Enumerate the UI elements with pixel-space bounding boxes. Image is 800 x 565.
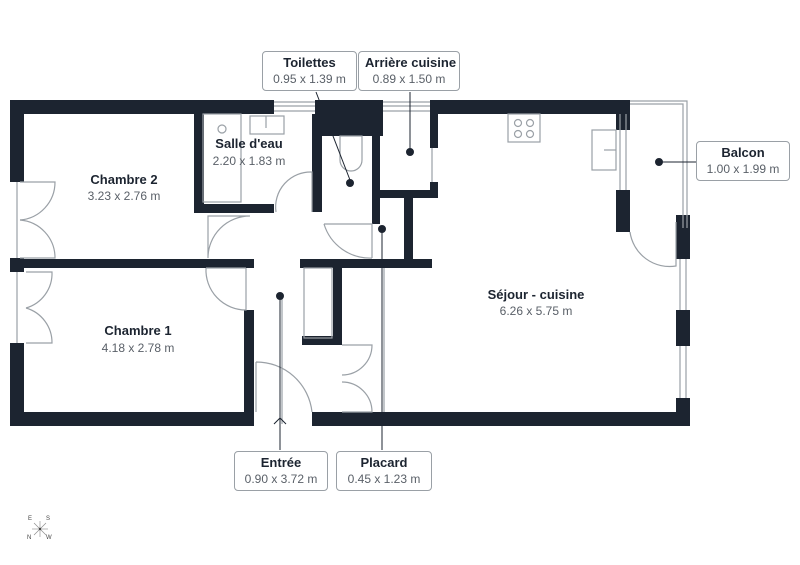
callout-arriere-cuisine: Arrière cuisine 0.89 x 1.50 m (358, 51, 460, 91)
callout-name: Toilettes (283, 55, 336, 70)
compass-label-n: N (27, 535, 32, 541)
callout-name: Placard (360, 455, 408, 470)
callout-dimensions: 0.95 x 1.39 m (273, 72, 346, 86)
room-name-salle-deau: Salle d'eau (215, 136, 283, 151)
compass-label-w: W (46, 535, 52, 541)
callout-entree: Entrée 0.90 x 3.72 m (234, 451, 328, 491)
callout-balcon: Balcon 1.00 x 1.99 m (696, 141, 790, 181)
room-name-chambre-1: Chambre 1 (104, 323, 172, 338)
callout-dimensions: 0.45 x 1.23 m (347, 472, 421, 486)
compass-label-e: E (28, 516, 33, 522)
callout-leaders (273, 91, 696, 450)
compass-rose-icon (32, 521, 48, 537)
room-name-sejour-cuisine: Séjour - cuisine (487, 287, 585, 302)
room-dim-salle-deau: 2.20 x 1.83 m (212, 154, 286, 168)
compass-icon: E S N W (26, 515, 54, 543)
callout-dimensions: 0.89 x 1.50 m (372, 72, 446, 86)
callout-toilettes: Toilettes 0.95 x 1.39 m (262, 51, 357, 91)
room-dim-sejour-cuisine: 6.26 x 5.75 m (499, 304, 573, 318)
room-name-chambre-2: Chambre 2 (90, 172, 158, 187)
fixtures (16, 100, 688, 424)
room-dim-chambre-2: 3.23 x 2.76 m (87, 189, 161, 203)
compass-label-s: S (46, 516, 51, 522)
callout-name: Arrière cuisine (365, 55, 457, 70)
callout-dimensions: 0.90 x 3.72 m (244, 472, 318, 486)
walls (10, 100, 690, 426)
callout-name: Balcon (721, 145, 765, 160)
room-dim-chambre-1: 4.18 x 2.78 m (101, 341, 175, 355)
callout-name: Entrée (260, 455, 302, 470)
callout-dimensions: 1.00 x 1.99 m (706, 162, 780, 176)
callout-placard: Placard 0.45 x 1.23 m (336, 451, 432, 491)
